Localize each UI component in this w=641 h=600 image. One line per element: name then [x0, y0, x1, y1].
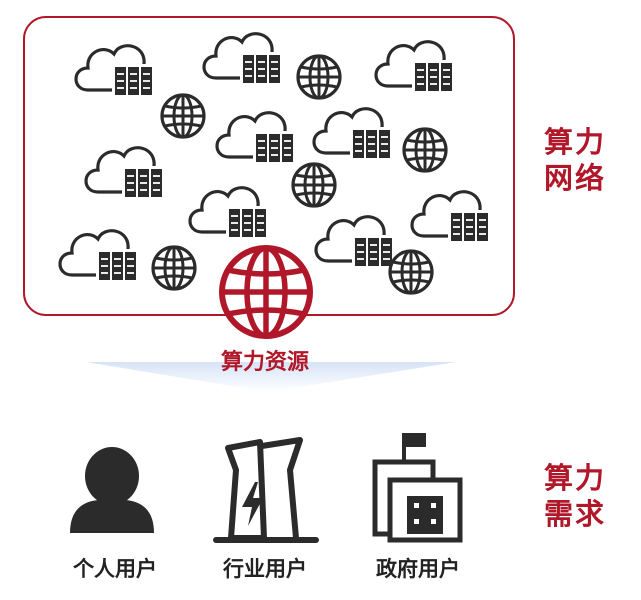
demand-label-line2: 需求 [544, 497, 607, 531]
network-label-line2: 网络 [544, 161, 607, 195]
globe-icon [151, 245, 197, 291]
government-building-icon [372, 433, 463, 543]
network-label-line1: 算力 [544, 125, 607, 159]
resource-label: 算力资源 [220, 350, 309, 375]
globe-icon [402, 127, 448, 173]
user-label-government: 政府用户 [376, 557, 460, 581]
power-plant-icon [213, 437, 319, 543]
globe-icon [291, 162, 337, 208]
resource-arrow [86, 362, 456, 392]
demand-label-line1: 算力 [544, 461, 607, 495]
resource-globe-icon [219, 245, 313, 339]
globe-icon [388, 249, 434, 295]
globe-icon [160, 93, 206, 139]
globe-icon [296, 54, 342, 100]
user-label-industry: 行业用户 [223, 557, 307, 581]
user-label-personal: 个人用户 [73, 557, 157, 581]
person-icon [70, 447, 154, 533]
network-label: 算力 网络 [544, 124, 606, 196]
demand-label: 算力 需求 [544, 460, 606, 532]
